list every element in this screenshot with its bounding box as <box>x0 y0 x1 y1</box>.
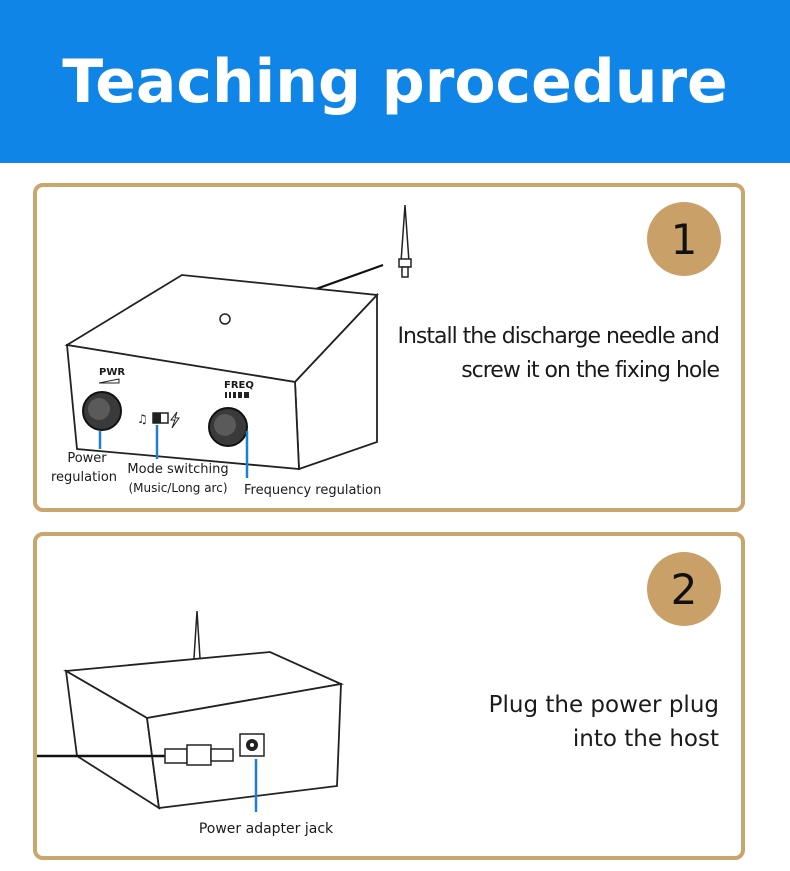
step-2-card: 2 Plug the power plug into the host <box>33 532 745 860</box>
host-box <box>64 274 379 471</box>
step-1-device-illustration: PWR FREQ ♫ Power regulation <box>51 204 412 498</box>
svg-text:♫: ♫ <box>137 412 148 426</box>
power-plug-icon <box>37 744 234 766</box>
power-callout-line-1: Power <box>67 451 107 466</box>
step-1-description-line-1: Install the discharge needle and <box>397 324 720 349</box>
power-knob-icon <box>82 391 122 431</box>
step-2-description: Plug the power plug into the host <box>489 688 719 756</box>
step-2-description-line-2: into the host <box>572 726 719 752</box>
freq-scale-icon <box>225 392 249 398</box>
step-2-description-line-1: Plug the power plug <box>488 692 719 718</box>
frequency-knob-icon <box>208 407 248 447</box>
jack-callout: Power adapter jack <box>199 821 334 837</box>
mode-callout-line-1: Mode switching <box>127 462 228 477</box>
step-2-number-badge: 2 <box>647 552 721 626</box>
host-box <box>63 651 345 810</box>
step-1-description-line-2: screw it on the fixing hole <box>461 358 720 383</box>
pwr-label: PWR <box>99 367 125 378</box>
frequency-callout: Frequency regulation <box>244 483 381 498</box>
power-jack-icon <box>239 733 265 757</box>
mode-switch-icon: ♫ <box>137 411 180 429</box>
mode-callout-line-2: (Music/Long arc) <box>128 481 227 495</box>
freq-label: FREQ <box>224 380 254 391</box>
page-title: Teaching procedure <box>62 46 728 117</box>
header-banner: Teaching procedure <box>0 0 790 163</box>
step-1-number-badge: 1 <box>647 202 721 276</box>
step-1-description: Install the discharge needle and screw i… <box>397 320 720 388</box>
fixing-hole-icon <box>219 313 231 325</box>
step-1-card: 1 Install the discharge needle and screw… <box>33 183 745 512</box>
power-callout-line-2: regulation <box>51 470 117 485</box>
discharge-needle-icon <box>398 204 412 278</box>
step-2-device-illustration: Power adapter jack <box>37 610 345 837</box>
